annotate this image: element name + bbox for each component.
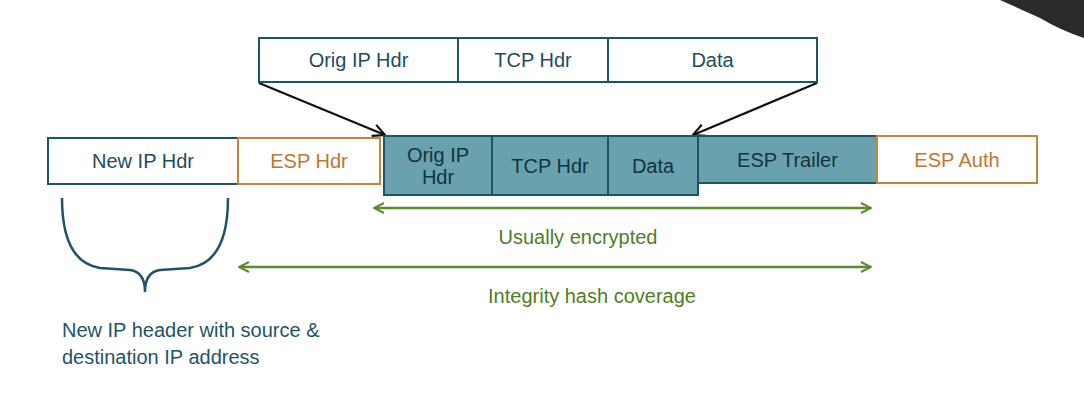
- span-label: Usually encrypted: [428, 224, 728, 251]
- packet-field: Data: [607, 37, 818, 83]
- esp-header-box: ESP Hdr: [237, 137, 381, 185]
- encrypted-span-arrow: [374, 207, 871, 210]
- field-name: New IP Hdr: [92, 150, 194, 172]
- field-name: Orig IP Hdr: [309, 49, 409, 71]
- esp-trailer-box: ESP Trailer: [697, 135, 878, 184]
- encrypted-field: TCP Hdr: [491, 135, 609, 196]
- field-name: TCP Hdr: [494, 49, 571, 71]
- field-name: TCP Hdr: [511, 155, 588, 177]
- field-name: Data: [691, 49, 733, 71]
- pen-tip: [1000, 0, 1084, 38]
- field-name: ESP Trailer: [737, 149, 838, 171]
- mapping-arrow: [259, 83, 385, 135]
- field-name: ESP Auth: [914, 149, 999, 171]
- header-brace: [62, 198, 228, 292]
- esp-auth-box: ESP Auth: [876, 135, 1038, 184]
- field-name: Orig IP Hdr: [389, 144, 487, 188]
- encrypted-field: Orig IP Hdr: [383, 135, 493, 196]
- encrypted-field: Data: [607, 135, 699, 196]
- span-label: Integrity hash coverage: [432, 283, 752, 310]
- packet-field: TCP Hdr: [457, 37, 609, 83]
- ip-header-box: New IP Hdr: [47, 137, 239, 185]
- annotation-note: New IP header with source & destination …: [62, 317, 342, 371]
- packet-field: Orig IP Hdr: [258, 37, 459, 83]
- integrity-span-arrow: [239, 266, 871, 269]
- field-name: ESP Hdr: [270, 150, 347, 172]
- mapping-arrow: [693, 83, 817, 135]
- field-name: Data: [632, 155, 674, 177]
